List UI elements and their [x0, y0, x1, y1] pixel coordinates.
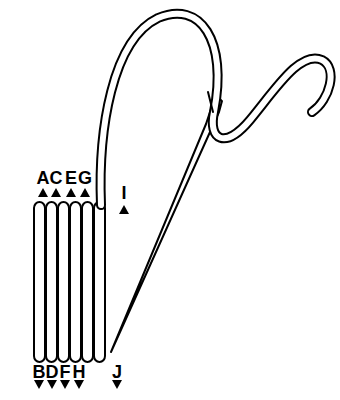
point-label: B — [33, 363, 46, 381]
up-marker — [66, 188, 76, 197]
down-marker — [34, 380, 44, 389]
point-label: I — [121, 184, 126, 202]
needle — [111, 99, 222, 352]
stitch-loop — [58, 202, 69, 362]
up-marker — [80, 188, 90, 197]
down-marker — [112, 380, 122, 389]
up-marker — [38, 188, 48, 197]
point-label: D — [46, 363, 59, 381]
point-label: F — [60, 363, 71, 381]
stitch-loop — [46, 202, 57, 362]
point-markers — [34, 188, 129, 389]
needle-shaft — [111, 99, 222, 352]
point-label: A — [37, 169, 50, 187]
point-label: G — [78, 169, 92, 187]
stitch-loop — [34, 202, 45, 362]
thread-outline — [101, 14, 331, 205]
needle-eye-front — [208, 92, 213, 112]
down-marker — [47, 380, 57, 389]
up-marker — [119, 205, 129, 214]
point-label: E — [65, 169, 77, 187]
up-marker — [51, 188, 61, 197]
stitch-loop — [94, 202, 105, 362]
stitch-loops — [34, 202, 105, 362]
down-marker — [60, 380, 70, 389]
point-label: J — [112, 363, 122, 381]
point-label: C — [50, 169, 63, 187]
stitch-loop — [70, 202, 81, 362]
down-marker — [74, 380, 84, 389]
point-label: H — [73, 363, 86, 381]
thread-fill — [101, 14, 331, 205]
thread — [101, 14, 331, 205]
stitch-loop — [82, 202, 93, 362]
